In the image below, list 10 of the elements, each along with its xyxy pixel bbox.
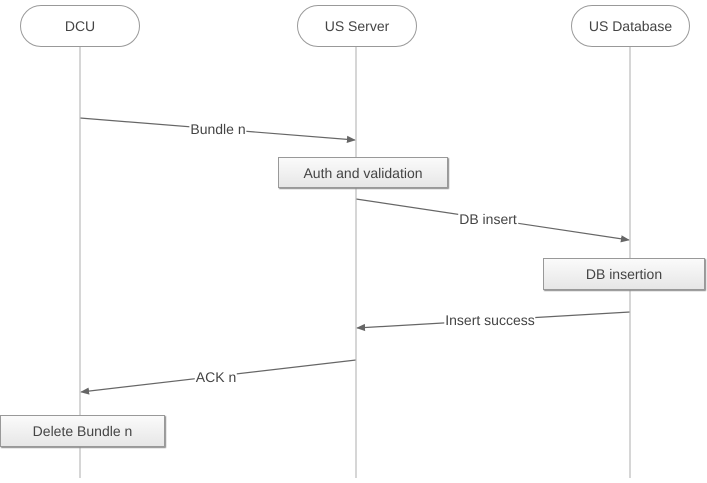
edge-label: Bundle n: [189, 121, 247, 137]
activation-box: Delete Bundle n: [0, 415, 165, 447]
participant-box: US Server: [297, 5, 417, 47]
participant-box: US Database: [571, 5, 690, 47]
participant-box: DCU: [20, 5, 140, 47]
edge-label: Insert success: [444, 312, 536, 328]
edge-label: DB insert: [458, 211, 518, 227]
activation-box: Auth and validation: [278, 157, 448, 188]
edge-label: ACK n: [194, 369, 238, 385]
activation-box: DB insertion: [543, 258, 705, 290]
